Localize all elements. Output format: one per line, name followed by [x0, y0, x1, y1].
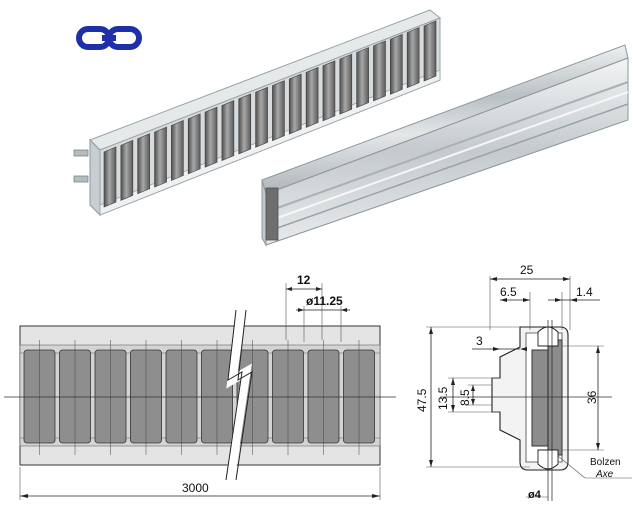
roller [120, 139, 134, 201]
roller [373, 40, 386, 102]
roller [187, 113, 201, 175]
axle-label-fr: Axe [595, 469, 614, 480]
front-view-drawing: 12 ø11.25 3000 [4, 273, 396, 500]
wall-right-label: 1.4 [576, 285, 593, 299]
roller [322, 60, 336, 122]
roller [171, 120, 184, 181]
roller [423, 20, 437, 82]
roller [339, 53, 353, 115]
width-label: 25 [520, 263, 534, 277]
axle-diameter-label: ø4 [528, 489, 542, 501]
roller [272, 80, 285, 142]
roller [305, 66, 319, 128]
roller [154, 126, 167, 188]
axle-label: Bolzen [590, 457, 621, 468]
roller [103, 146, 117, 208]
height-label: 47.5 [415, 388, 429, 412]
roller [204, 106, 218, 168]
roller-diameter-label: ø11.25 [306, 294, 343, 308]
rail-profile-photo [261, 44, 629, 247]
roller [255, 86, 268, 148]
roller [390, 33, 403, 95]
roller [406, 27, 420, 89]
wall-left-label: 6.5 [500, 285, 517, 299]
roller-height-label: 36 [585, 390, 599, 404]
cross-section-drawing: 25 6.5 1.4 3 47.5 13.5 [415, 263, 632, 501]
roller [288, 73, 302, 135]
chain-link-logo [76, 26, 142, 50]
roller [221, 100, 235, 162]
length-label: 3000 [182, 481, 209, 495]
roller-track-photo [73, 9, 441, 217]
roller [137, 133, 150, 195]
inner-height-label: 13.5 [436, 386, 450, 410]
roller [356, 47, 369, 108]
step-label: 3 [476, 334, 483, 348]
slot-height-label: 8.5 [458, 389, 472, 406]
roller [238, 93, 252, 155]
pitch-label: 12 [297, 273, 311, 287]
